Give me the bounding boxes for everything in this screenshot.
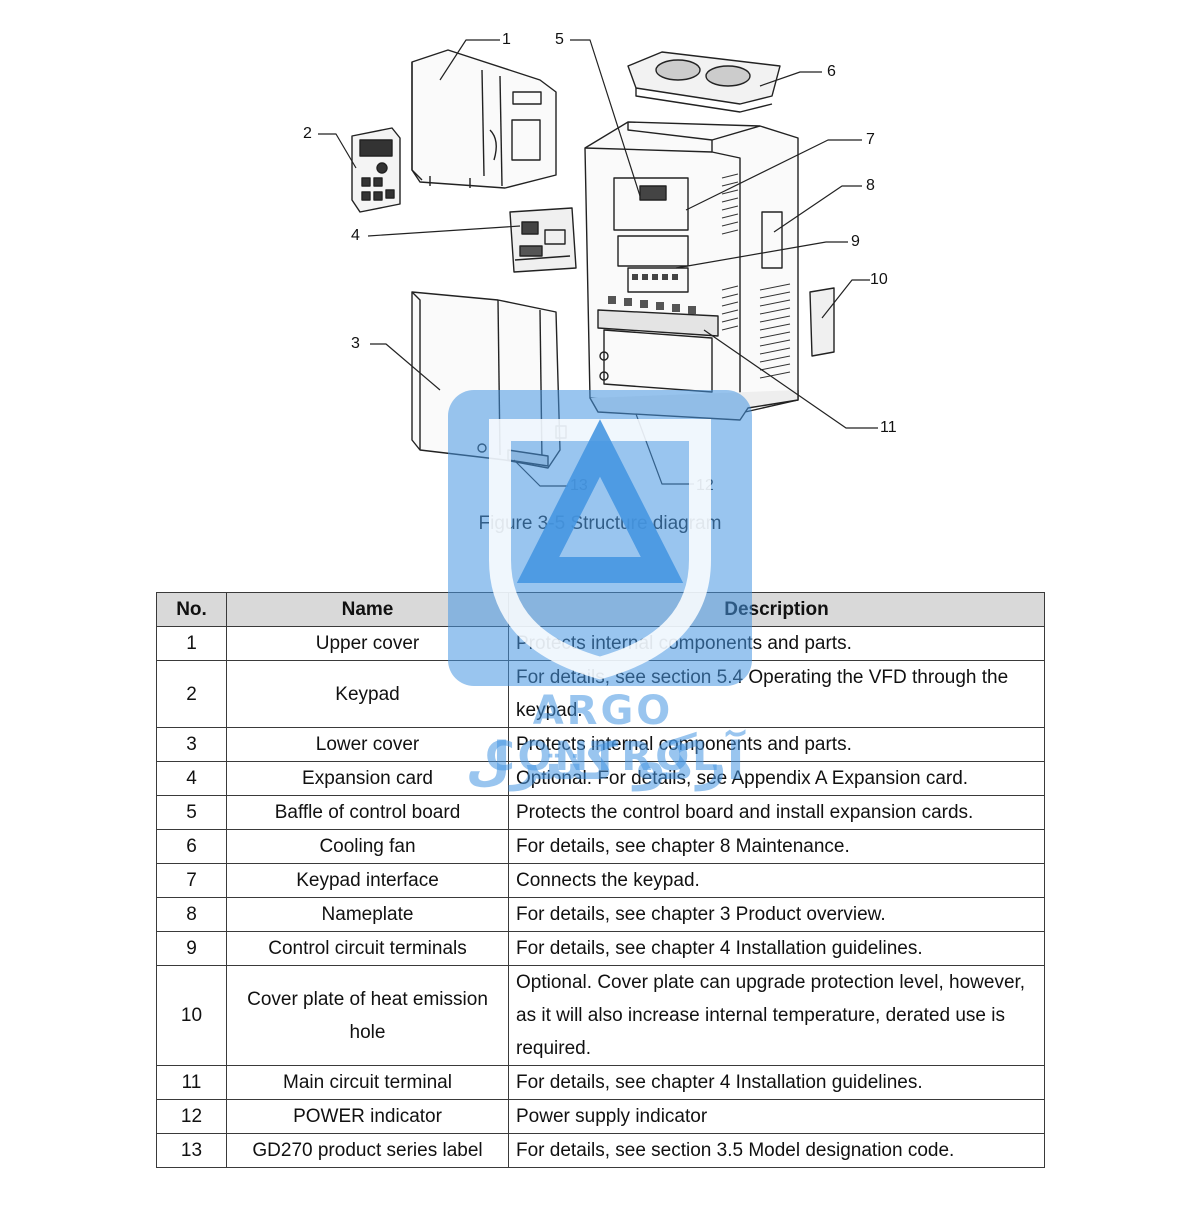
row-name: Baffle of control board — [226, 795, 509, 830]
row-no: 9 — [156, 931, 227, 966]
keypad-drawing — [351, 127, 401, 213]
callout-13: 13 — [570, 477, 588, 494]
structure-diagram: 1 2 3 4 5 6 7 8 9 10 11 12 13 — [0, 0, 1200, 580]
row-name: Main circuit terminal — [226, 1065, 509, 1100]
row-description: Protects the control board and install e… — [508, 795, 1045, 830]
lower-cover-drawing — [411, 291, 567, 469]
row-name: Keypad interface — [226, 863, 509, 898]
callout-12: 12 — [696, 477, 714, 494]
table-row: 11 Main circuit terminal For details, se… — [156, 1065, 1045, 1100]
row-name: Cover plate of heat emission hole — [226, 965, 509, 1066]
table-row: 1 Upper cover Protects internal componen… — [156, 626, 1045, 661]
row-no: 1 — [156, 626, 227, 661]
row-description: Optional. Cover plate can upgrade protec… — [508, 965, 1045, 1066]
structure-table: No. Name Description 1 Upper cover Prote… — [156, 592, 1045, 1168]
cooling-fan-drawing — [627, 51, 781, 113]
row-no: 5 — [156, 795, 227, 830]
row-description: Power supply indicator — [508, 1099, 1045, 1134]
drive-body-drawing — [584, 121, 799, 421]
callout-4: 4 — [351, 227, 360, 244]
row-name: Control circuit terminals — [226, 931, 509, 966]
header-name: Name — [226, 592, 509, 627]
callout-1: 1 — [502, 31, 511, 48]
row-name: Expansion card — [226, 761, 509, 796]
row-description: Protects internal components and parts. — [508, 727, 1045, 762]
row-no: 11 — [156, 1065, 227, 1100]
table-row: 10 Cover plate of heat emission hole Opt… — [156, 965, 1045, 1066]
row-no: 3 — [156, 727, 227, 762]
callout-11: 11 — [880, 419, 897, 436]
table-row: 6 Cooling fan For details, see chapter 8… — [156, 829, 1045, 864]
row-name: POWER indicator — [226, 1099, 509, 1134]
row-description: Connects the keypad. — [508, 863, 1045, 898]
row-no: 2 — [156, 660, 227, 728]
callout-3: 3 — [351, 335, 360, 352]
callout-9: 9 — [851, 233, 860, 250]
cover-plate-drawing — [809, 287, 835, 357]
header-description: Description — [508, 592, 1045, 627]
row-name: Nameplate — [226, 897, 509, 932]
row-description: For details, see section 5.4 Operating t… — [508, 660, 1045, 728]
row-no: 6 — [156, 829, 227, 864]
row-description: Protects internal components and parts. — [508, 626, 1045, 661]
row-description: Optional. For details, see Appendix A Ex… — [508, 761, 1045, 796]
table-row: 3 Lower cover Protects internal componen… — [156, 727, 1045, 762]
row-name: GD270 product series label — [226, 1133, 509, 1168]
expansion-card-drawing — [509, 207, 577, 273]
row-name: Cooling fan — [226, 829, 509, 864]
exploded-view-drawing — [318, 39, 878, 487]
row-no: 13 — [156, 1133, 227, 1168]
row-no: 10 — [156, 965, 227, 1066]
table-row: 13 GD270 product series label For detail… — [156, 1133, 1045, 1168]
row-no: 4 — [156, 761, 227, 796]
callout-8: 8 — [866, 177, 875, 194]
callout-7: 7 — [866, 131, 875, 148]
table-header-row: No. Name Description — [156, 592, 1045, 627]
row-description: For details, see chapter 4 Installation … — [508, 931, 1045, 966]
row-description: For details, see section 3.5 Model desig… — [508, 1133, 1045, 1168]
row-name: Keypad — [226, 660, 509, 728]
callout-6: 6 — [827, 63, 836, 80]
row-description: For details, see chapter 4 Installation … — [508, 1065, 1045, 1100]
row-name: Lower cover — [226, 727, 509, 762]
header-no: No. — [156, 592, 227, 627]
figure-caption: Figure 3-5 Structure diagram — [478, 513, 722, 534]
table-row: 2 Keypad For details, see section 5.4 Op… — [156, 660, 1045, 728]
upper-cover-drawing — [411, 49, 557, 189]
row-description: For details, see chapter 8 Maintenance. — [508, 829, 1045, 864]
callout-5: 5 — [555, 31, 564, 48]
table-row: 5 Baffle of control board Protects the c… — [156, 795, 1045, 830]
row-no: 7 — [156, 863, 227, 898]
table-row: 12 POWER indicator Power supply indicato… — [156, 1099, 1045, 1134]
row-description: For details, see chapter 3 Product overv… — [508, 897, 1045, 932]
row-name: Upper cover — [226, 626, 509, 661]
row-no: 8 — [156, 897, 227, 932]
table-row: 9 Control circuit terminals For details,… — [156, 931, 1045, 966]
table-row: 4 Expansion card Optional. For details, … — [156, 761, 1045, 796]
callout-10: 10 — [870, 271, 888, 288]
row-no: 12 — [156, 1099, 227, 1134]
callout-2: 2 — [303, 125, 312, 142]
table-row: 8 Nameplate For details, see chapter 3 P… — [156, 897, 1045, 932]
table-row: 7 Keypad interface Connects the keypad. — [156, 863, 1045, 898]
